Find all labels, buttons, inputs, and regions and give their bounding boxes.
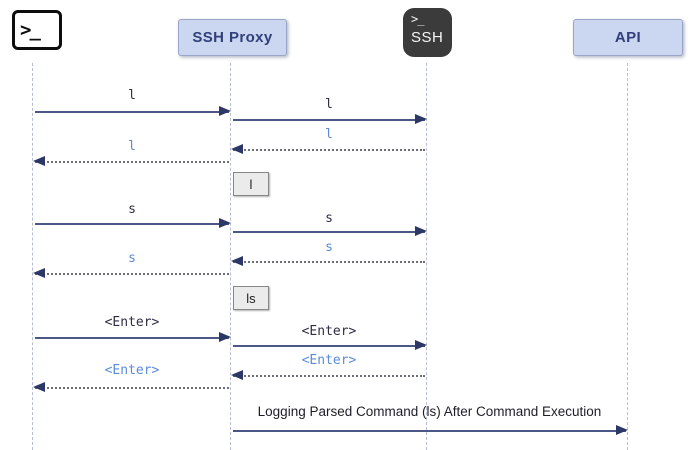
arrowhead-right-icon [219,332,231,342]
ssh-terminal-icon: >_ SSH [403,8,452,57]
message-line [233,119,425,121]
actor-api: API [573,19,683,56]
arrowhead-right-icon [415,340,427,350]
message-label: <Enter> [301,353,357,368]
message-label: l [128,139,136,154]
ssh-prompt-glyph: >_ [411,12,424,26]
message-line [233,430,626,432]
message-label: <Enter> [104,315,160,330]
arrowhead-right-icon [219,106,231,116]
message-label: <Enter> [104,363,160,378]
actor-ssh-proxy: SSH Proxy [178,19,287,56]
message-label: l [325,127,333,142]
message-label: s [128,251,136,266]
keystroke-note-box: l [233,172,269,196]
actor-api-label: API [614,29,642,46]
keystroke-note-box: ls [233,286,269,310]
arrowhead-left-icon [231,370,243,380]
arrowhead-right-icon [219,218,231,228]
message-label: <Enter> [301,324,357,339]
message-line [35,223,229,225]
arrowhead-left-icon [231,256,243,266]
message-line [35,161,229,163]
arrowhead-left-icon [33,156,45,166]
ssh-icon-label: SSH [411,29,444,46]
message-line [233,149,425,151]
lifeline-terminal [32,63,33,450]
message-label: s [325,211,333,226]
terminal-icon: >_ [12,10,62,50]
arrowhead-right-icon [616,425,628,435]
arrowhead-right-icon [415,226,427,236]
message-line [35,387,229,389]
arrowhead-left-icon [33,382,45,392]
message-line [233,375,425,377]
message-line [35,337,229,339]
arrowhead-left-icon [33,268,45,278]
lifeline-ssh [426,63,427,450]
message-label: s [128,202,136,217]
terminal-prompt-glyph: >_ [20,19,41,41]
message-label: s [325,240,333,255]
message-label: Logging Parsed Command (ls) After Comman… [257,404,602,419]
message-line [233,231,425,233]
message-label: l [325,97,333,112]
arrowhead-right-icon [415,114,427,124]
arrowhead-left-icon [231,144,243,154]
lifeline-api [627,63,628,450]
message-line [35,273,229,275]
actor-ssh-proxy-label: SSH Proxy [192,29,273,46]
lifeline-ssh-proxy [230,63,231,450]
message-line [35,111,229,113]
message-line [233,261,425,263]
message-label: l [128,88,136,103]
message-line [233,345,425,347]
